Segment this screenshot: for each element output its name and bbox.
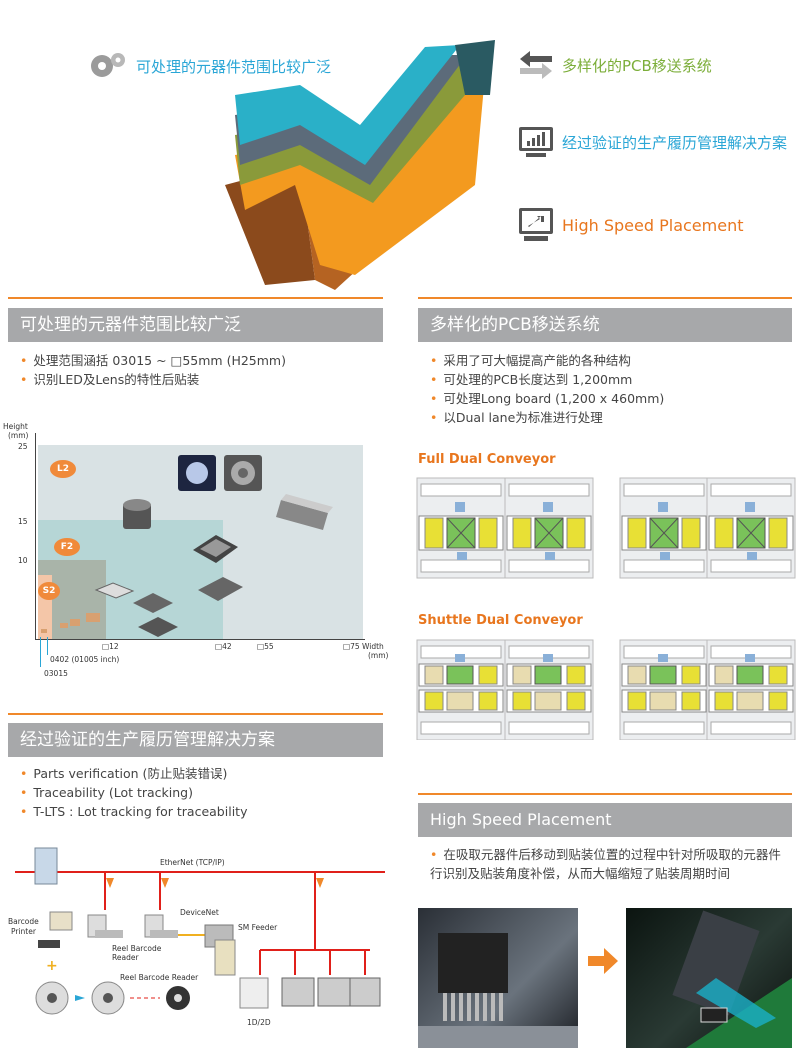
placement-photo-1 (418, 908, 578, 1048)
y-axis-unit: (mm) (8, 431, 29, 440)
barcode-printer-label: Barcode (8, 917, 39, 926)
section-rule (8, 713, 383, 715)
x-tick: □12 (102, 642, 119, 651)
pcb-bullets: 采用了可大幅提高产能的各种结构 可处理的PCB长度达到 1,200mm 可处理L… (430, 351, 664, 427)
devicenet-label: DeviceNet (180, 908, 219, 917)
x-axis-unit: (mm) (368, 651, 389, 660)
trace-section-title: 经过验证的生产履历管理解决方案 (8, 723, 383, 757)
list-item: 处理范围涵括 03015 ~ □55mm (H25mm) (20, 351, 286, 370)
feature-trace: 经过验证的生产履历管理解决方案 (518, 125, 787, 159)
pointer-line (47, 637, 48, 655)
network-lines: + (15, 847, 385, 1015)
y-tick: 10 (18, 556, 28, 565)
x-tick: □42 (215, 642, 232, 651)
x-axis-label: Width (362, 642, 384, 651)
list-item: Parts verification (防止贴装错误) (20, 764, 247, 783)
zone-badge-f2: F2 (54, 538, 80, 556)
feature-range-label: 可处理的元器件范围比较广泛 (136, 57, 332, 76)
list-item: 在吸取元器件后移动到贴装位置的过程中针对所吸取的元器件行识别及贴装角度补偿，从而… (430, 845, 790, 883)
component-range-graph: Height (mm) 25 15 10 L2 F2 S2 □12 □42 □5… (0, 415, 400, 685)
conveyor-2-title: Shuttle Dual Conveyor (418, 613, 583, 628)
y-tick: 15 (18, 517, 28, 526)
x-tick: □75 (343, 642, 360, 651)
arrow-right-icon (588, 948, 618, 974)
note-03015: 03015 (44, 669, 68, 678)
y-tick: 25 (18, 442, 28, 451)
section-rule (418, 793, 792, 795)
svg-text:+: + (46, 958, 58, 974)
reel-reader-label-2: Reader (112, 953, 139, 962)
y-axis-label: Height (3, 422, 28, 431)
section-rule (418, 297, 792, 299)
list-item: Traceability (Lot tracking) (20, 783, 247, 802)
reader-1d2d-label: 1D/2D (247, 1018, 271, 1027)
trace-bullets: Parts verification (防止贴装错误) Traceability… (20, 764, 247, 821)
sm-feeder-label: SM Feeder (238, 923, 278, 932)
reel-reader-label-3: Reel Barcode Reader (120, 973, 199, 982)
ethernet-label: EtherNet (TCP/IP) (160, 858, 225, 867)
range-section-title: 可处理的元器件范围比较广泛 (8, 308, 383, 342)
nozzle-pcb-image (672, 910, 792, 1048)
feature-speed: High Speed Placement (518, 207, 743, 243)
list-item: T-LTS : Lot tracking for traceability (20, 802, 247, 821)
y-axis (35, 433, 36, 640)
pointer-line (40, 637, 41, 667)
x-tick: □55 (257, 642, 274, 651)
zone-badge-s2: S2 (38, 582, 60, 600)
conveyor-diagrams (416, 477, 796, 740)
feature-pcb: 多样化的PCB移送系统 (518, 50, 712, 80)
feature-pcb-label: 多样化的PCB移送系统 (562, 56, 712, 75)
monitor-chart-icon (519, 127, 553, 157)
feature-trace-label: 经过验证的生产履历管理解决方案 (562, 133, 788, 152)
conveyor-1-title: Full Dual Conveyor (418, 452, 556, 467)
list-item: 采用了可大幅提高产能的各种结构 (430, 351, 664, 370)
section-rule (8, 297, 383, 299)
x-axis (35, 639, 365, 640)
barcode-printer-label-2: Printer (11, 927, 36, 936)
pcb-section-title: 多样化的PCB移送系统 (418, 308, 792, 342)
swap-arrows-icon (520, 51, 552, 79)
components-illustration (41, 455, 333, 637)
zone-badge-l2: L2 (50, 460, 76, 478)
note-0402: 0402 (01005 inch) (50, 655, 120, 664)
speed-bullets: 在吸取元器件后移动到贴装位置的过程中针对所吸取的元器件行识别及贴装角度补偿，从而… (430, 845, 790, 883)
monitor-cursor-icon (519, 208, 553, 241)
list-item: 识别LED及Lens的特性后贴装 (20, 370, 286, 389)
list-item: 以Dual lane为标准进行处理 (430, 408, 664, 427)
reel-reader-label: Reel Barcode (112, 944, 162, 953)
growth-arrow-graphic (225, 40, 495, 290)
feature-speed-label: High Speed Placement (562, 215, 744, 235)
list-item: 可处理Long board (1,200 x 460mm) (430, 389, 664, 408)
placement-photo-2 (626, 908, 792, 1048)
range-bullets: 处理范围涵括 03015 ~ □55mm (H25mm) 识别LED及Lens的… (20, 351, 286, 389)
list-item: 可处理的PCB长度达到 1,200mm (430, 370, 664, 389)
placement-head-image (418, 933, 578, 1048)
speed-section-title: High Speed Placement (418, 803, 792, 837)
feature-range: 可处理的元器件范围比较广泛 (88, 48, 331, 84)
traceability-diagram: + EtherNet (TCP/IP) Barcode Printer Devi… (0, 840, 400, 1053)
gears-icon (91, 53, 125, 77)
